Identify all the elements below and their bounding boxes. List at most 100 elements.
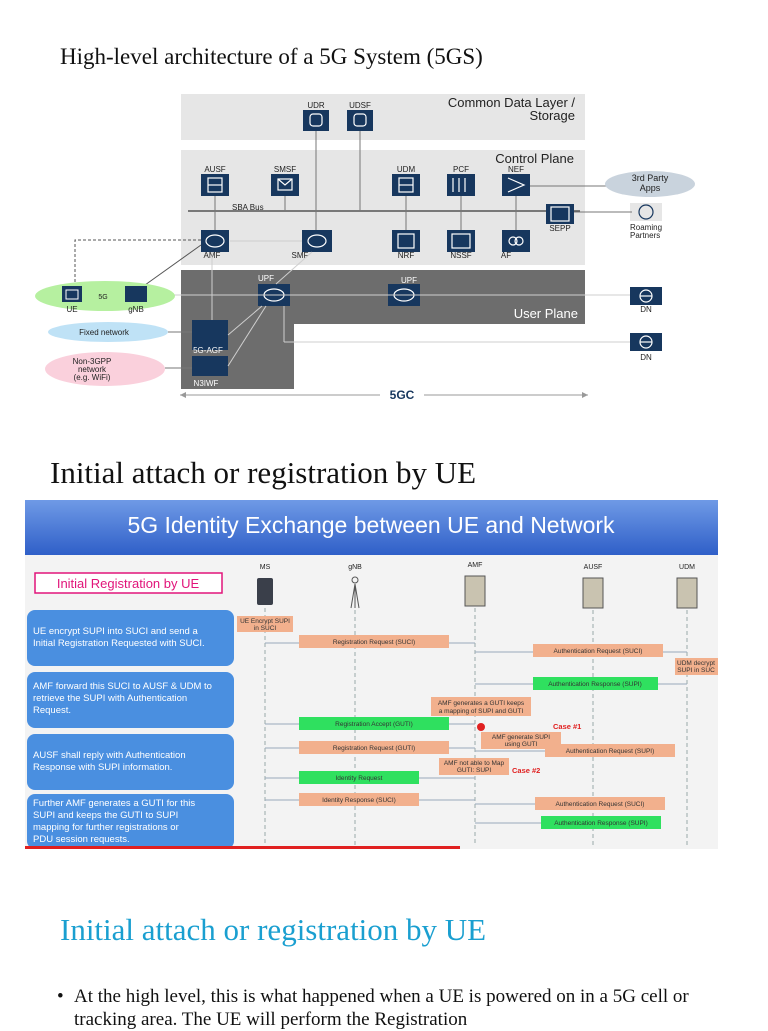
- msg-auth-req-suci: Authentication Request (SUCI): [554, 648, 643, 655]
- step-box-2: [27, 672, 234, 728]
- msg-reg-req-suci: Registration Request (SUCI): [333, 639, 415, 646]
- upf1-label: UPF: [258, 274, 274, 283]
- phone-icon: [257, 578, 273, 605]
- bullet-text: At the high level, this is what happened…: [74, 986, 689, 1030]
- msg-auth-req-supi: Authentication Request (SUPI): [566, 748, 655, 755]
- ue-gnb-cloud: UE 5G gNB: [35, 281, 175, 314]
- case1-label: Case #1: [553, 722, 581, 731]
- storage-label: Storage: [529, 108, 575, 123]
- common-data-label: Common Data Layer /: [448, 95, 576, 110]
- msg-auth-req-suci-2: Authentication Request (SUCI): [556, 801, 645, 808]
- step-box-3: [27, 734, 234, 790]
- flow-progress-bar: [25, 846, 460, 849]
- fivegc-label: 5GC: [390, 388, 415, 402]
- flow-banner-title: 5G Identity Exchange between UE and Netw…: [127, 512, 615, 538]
- non3gpp-label-2: network: [78, 365, 107, 374]
- third-party-label: 3rd Party: [632, 173, 669, 183]
- msg-udm-decrypt-2: SUPI in SUC: [677, 667, 715, 674]
- entity-ausf-label: AUSF: [584, 564, 603, 571]
- msg-identity-req: Identity Request: [336, 775, 383, 782]
- msg-amf-gen-guti-2: a mapping of SUPI and GUTI: [439, 708, 524, 715]
- af-label: AF: [501, 251, 511, 260]
- initial-registration-label-box: [34, 572, 223, 594]
- msg-ue-encrypt: UE Encrypt SUPI: [240, 618, 290, 625]
- entity-ms-label: MS: [260, 564, 271, 571]
- dn1-label: DN: [640, 305, 652, 314]
- nrf-icon: [392, 230, 420, 252]
- udsf-icon: [347, 110, 373, 131]
- user-plane-label: User Plane: [514, 306, 578, 321]
- gnb-label: gNB: [128, 305, 144, 314]
- apps-label: Apps: [640, 183, 661, 193]
- smsf-label: SMSF: [274, 165, 296, 174]
- udm-server-icon: [676, 577, 698, 609]
- n3iwf-label: N3IWF: [194, 379, 219, 388]
- agf-label: 5G-AGF: [193, 346, 223, 355]
- dn2-label: DN: [640, 353, 652, 362]
- g5-label: 5G: [98, 294, 107, 301]
- ue-label: UE: [66, 305, 77, 314]
- fivegc-span-arrow: 5GC: [180, 388, 588, 402]
- non3gpp-label: Non-3GPP: [73, 357, 112, 366]
- icon-glyphs: [205, 113, 653, 349]
- lifelines: [264, 608, 688, 845]
- amf-ue-dashed: [74, 239, 202, 286]
- user-plane-links: [150, 240, 630, 367]
- entity-gnb-label: gNB: [348, 564, 362, 571]
- sepp-label: SEPP: [549, 224, 570, 233]
- msg-amf-gen-supi-2: using GUTI: [505, 741, 538, 748]
- architecture-diagram: Common Data Layer / Storage Control Plan…: [35, 94, 695, 402]
- step-box-1: [27, 610, 234, 666]
- udr-icon: [303, 110, 329, 131]
- roaming-label: Roaming: [630, 223, 662, 232]
- udsf-label: UDSF: [349, 101, 371, 110]
- control-plane-label: Control Plane: [495, 151, 574, 166]
- agf-icon: [192, 320, 228, 350]
- msg-identity-resp: Identity Response (SUCI): [322, 797, 396, 804]
- amf-server-icon: [464, 575, 486, 607]
- case2-label: Case #2: [512, 766, 540, 775]
- udr-label: UDR: [307, 101, 325, 110]
- nssf-icon: [447, 230, 475, 252]
- pcf-icon: [447, 174, 475, 196]
- fixed-network-label: Fixed network: [79, 328, 130, 337]
- nef-icon: [502, 174, 530, 196]
- bullet-item: • At the high level, this is what happen…: [57, 985, 750, 1031]
- step-box-4: [27, 794, 234, 849]
- nssf-label: NSSF: [450, 251, 471, 260]
- roaming-icon: [630, 203, 662, 221]
- nrf-label: NRF: [398, 251, 415, 260]
- upf2-label: UPF: [401, 276, 417, 285]
- attach-title: Initial attach or registration by UE: [50, 455, 477, 490]
- msg-reg-req-guti: Registration Request (GUTI): [333, 745, 415, 752]
- msg-udm-decrypt: UDM decrypt: [677, 660, 715, 667]
- af-icon: [502, 230, 530, 252]
- msg-reg-accept: Registration Accept (GUTI): [335, 721, 413, 728]
- message-boxes: [237, 616, 718, 829]
- attach-title-2: Initial attach or registration by UE: [60, 912, 487, 947]
- antenna-icon: [350, 576, 360, 609]
- entity-amf-label: AMF: [468, 562, 483, 569]
- architecture-title: High-level architecture of a 5G System (…: [60, 44, 483, 69]
- msg-ue-encrypt-2: in SUCI: [254, 625, 277, 632]
- udm-label: UDM: [397, 165, 416, 174]
- smf-label: SMF: [292, 251, 309, 260]
- msg-amf-gen-guti: AMF generates a GUTI keeps: [438, 700, 525, 707]
- non3gpp-cloud: Non-3GPP network (e.g. WiFi): [45, 352, 192, 386]
- step-boxes: [27, 610, 234, 849]
- pcf-label: PCF: [453, 165, 469, 174]
- flow-banner: [25, 500, 718, 555]
- common-data-layer-panel: [181, 94, 585, 140]
- n3iwf-icon: [192, 356, 228, 376]
- msg-amf-not-able: AMF not able to Map: [444, 760, 505, 767]
- sepp-icon: [546, 204, 574, 224]
- msg-auth-resp-supi-2: Authentication Response (SUPI): [554, 820, 648, 827]
- initial-registration-label: Initial Registration by UE: [57, 576, 200, 591]
- non3gpp-label-3: (e.g. WiFi): [74, 373, 111, 382]
- bullet-dot: •: [57, 986, 64, 1007]
- nef-label: NEF: [508, 165, 524, 174]
- ausf-server-icon: [582, 577, 604, 609]
